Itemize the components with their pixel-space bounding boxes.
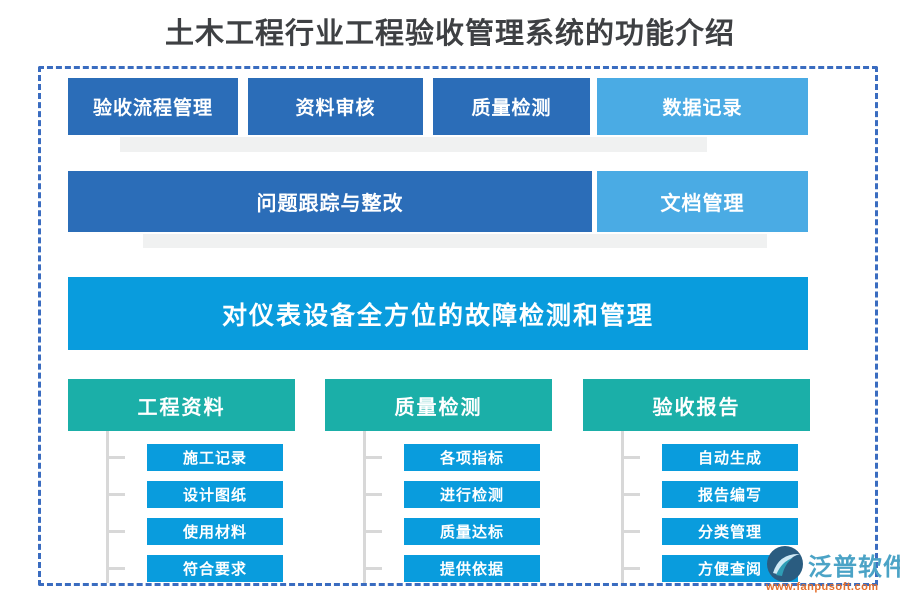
column2-tick bbox=[363, 567, 382, 570]
feature-block-quality-inspection: 质量检测 bbox=[433, 78, 590, 135]
feature-block-data-review: 资料审核 bbox=[248, 78, 423, 135]
page-title: 土木工程行业工程验收管理系统的功能介绍 bbox=[164, 18, 735, 50]
column1-tick bbox=[106, 493, 125, 496]
feature-block-acceptance-process: 验收流程管理 bbox=[68, 78, 238, 135]
watermark-url: www.fanpusoft.com bbox=[766, 581, 879, 593]
feature-block-issue-tracking: 问题跟踪与整改 bbox=[68, 171, 592, 232]
list-item: 进行检测 bbox=[404, 481, 540, 508]
column3-tick bbox=[621, 567, 640, 570]
list-item: 符合要求 bbox=[147, 555, 283, 582]
column2-connector-line bbox=[363, 431, 366, 583]
column1-connector-line bbox=[106, 431, 109, 583]
row2-shadow-bar bbox=[143, 234, 767, 248]
row1-shadow-bar bbox=[120, 137, 707, 152]
column-header-acceptance-report: 验收报告 bbox=[583, 379, 810, 431]
column-header-quality-inspection: 质量检测 bbox=[325, 379, 552, 431]
column-header-project-data: 工程资料 bbox=[68, 379, 295, 431]
watermark-brand: 泛普软件 bbox=[808, 553, 900, 581]
feature-block-document-manage: 文档管理 bbox=[597, 171, 808, 232]
column1-tick bbox=[106, 530, 125, 533]
column3-tick bbox=[621, 456, 640, 459]
banner-fault-detection: 对仪表设备全方位的故障检测和管理 bbox=[68, 277, 808, 350]
list-item: 使用材料 bbox=[147, 518, 283, 545]
list-item: 施工记录 bbox=[147, 444, 283, 471]
column1-tick bbox=[106, 456, 125, 459]
column1-tick bbox=[106, 567, 125, 570]
list-item: 报告编写 bbox=[662, 481, 798, 508]
column3-tick bbox=[621, 493, 640, 496]
list-item: 质量达标 bbox=[404, 518, 540, 545]
column2-tick bbox=[363, 493, 382, 496]
fanpu-logo-icon bbox=[766, 545, 804, 583]
column2-tick bbox=[363, 530, 382, 533]
dashed-frame bbox=[38, 66, 878, 586]
list-item: 设计图纸 bbox=[147, 481, 283, 508]
list-item: 自动生成 bbox=[662, 444, 798, 471]
fanpu-watermark: 泛普软件 www.fanpusoft.com bbox=[766, 545, 900, 593]
list-item: 分类管理 bbox=[662, 518, 798, 545]
list-item: 提供依据 bbox=[404, 555, 540, 582]
feature-block-data-record: 数据记录 bbox=[597, 78, 808, 135]
column2-tick bbox=[363, 456, 382, 459]
column3-tick bbox=[621, 530, 640, 533]
list-item: 各项指标 bbox=[404, 444, 540, 471]
column3-connector-line bbox=[621, 431, 624, 583]
